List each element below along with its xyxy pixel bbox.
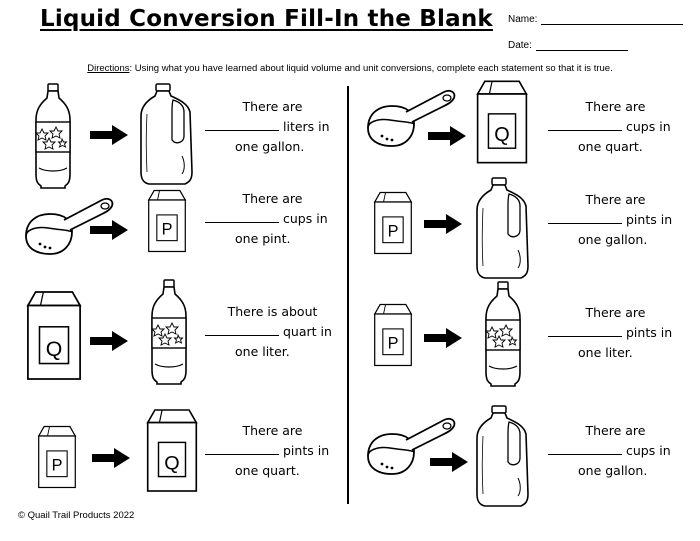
directions-text: : Using what you have learned about liqu… [129,63,613,74]
answer-blank[interactable] [548,118,622,131]
pint-carton-icon: P [374,191,412,255]
directions: Directions: Using what you have learned … [0,63,700,74]
pint-letter: P [388,223,399,241]
copyright-notice: © Quail Trail Products 2022 [18,510,135,521]
quart-letter: Q [46,337,63,361]
answer-blank[interactable] [548,442,622,455]
arrow-icon [424,214,462,234]
pint-letter: P [388,335,399,353]
arrow-icon [424,328,462,348]
quart-carton-icon: Q [476,80,528,164]
jug-icon [476,177,529,279]
arrow-icon [90,125,128,145]
pint-letter: P [162,221,173,239]
arrow-icon [92,448,130,468]
answer-blank[interactable] [548,211,622,224]
arrow-icon [90,331,128,351]
pint-carton-icon: P [148,189,186,253]
statement-cups-in-gallon: There are cups in one gallon. [548,421,683,481]
statement-cups-in-pint: There are cups in one pint. [205,189,340,249]
arrow-icon [430,452,468,472]
pint-carton-icon: P [374,303,412,367]
quart-letter: Q [164,452,179,474]
quart-carton-icon: Q [146,409,198,492]
worksheet-title: Liquid Conversion Fill-In the Blank [40,6,493,32]
column-divider [347,86,349,504]
answer-blank[interactable] [205,210,279,223]
answer-blank[interactable] [548,324,622,337]
pint-letter: P [52,457,63,475]
statement-cups-in-quart: There are cups in one quart. [548,97,683,157]
statement-pints-in-liter: There are pints in one liter. [548,303,683,363]
date-label: Date: [508,40,532,51]
pint-carton-icon: P [38,425,76,489]
statement-quart-in-liter: There is about quart in one liter. [205,302,340,362]
name-field[interactable]: Name: [508,14,684,25]
statement-pints-in-gallon: There are pints in one gallon. [548,190,683,250]
bottle-icon [35,83,71,189]
statement-liters-in-gallon: There are liters in one gallon. [205,97,340,157]
answer-blank[interactable] [205,323,279,336]
name-label: Name: [508,14,538,25]
quart-letter: Q [494,124,509,146]
jug-icon [140,83,193,185]
answer-blank[interactable] [205,118,279,131]
quart-carton-icon: Q [27,291,81,380]
arrow-icon [90,220,128,240]
date-field[interactable]: Date: [508,40,628,51]
bottle-icon [151,279,187,385]
statement-pints-in-quart: There are pints in one quart. [205,421,340,481]
directions-label: Directions [87,63,130,74]
jug-icon [476,405,529,507]
answer-blank[interactable] [205,442,279,455]
bottle-icon [485,281,521,387]
arrow-icon [428,126,466,146]
